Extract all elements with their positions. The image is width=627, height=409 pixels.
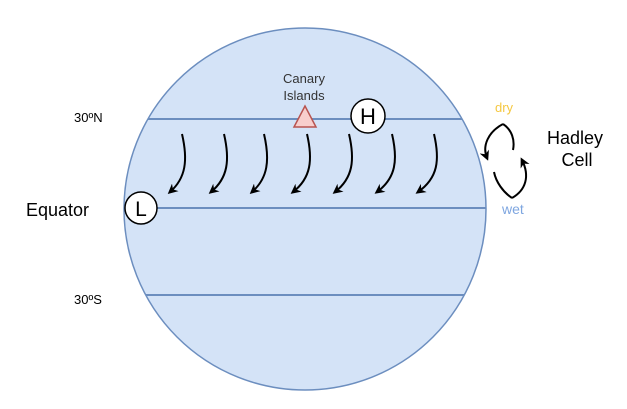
high-pressure-circle [350, 98, 386, 134]
high-pressure-label: H [360, 104, 376, 129]
trade-wind-arrow [415, 133, 438, 194]
hadley-loop-upper-right [502, 123, 515, 151]
hadley-loop-lower-left [493, 171, 513, 199]
canary-islands-label-line2: Islands [283, 88, 325, 103]
hadley-descending-arrow [479, 123, 504, 161]
trade-wind-arrow [208, 133, 229, 194]
low-pressure-circle [124, 191, 158, 225]
latitude-30s-label: 30ºS [74, 292, 102, 307]
latitude-30n-label: 30ºN [74, 110, 103, 125]
hadley-ascending-arrow [511, 157, 530, 199]
canary-islands-label-line1: Canary [283, 71, 325, 86]
low-pressure-label: L [135, 198, 147, 221]
hadley-cell-label-line1: Hadley [547, 128, 603, 148]
trade-wind-arrows [167, 133, 438, 194]
dry-label: dry [495, 100, 514, 115]
equator-label: Equator [26, 200, 89, 220]
trade-wind-arrow [332, 133, 354, 194]
trade-wind-arrow [374, 133, 396, 194]
hadley-cell-label-line2: Cell [561, 150, 592, 170]
wet-label: wet [501, 201, 524, 217]
trade-wind-arrow [290, 133, 312, 194]
canary-islands-marker [292, 104, 318, 128]
hadley-cell-loop [479, 123, 530, 199]
trade-wind-arrow [249, 133, 269, 194]
trade-wind-arrow [167, 133, 187, 194]
